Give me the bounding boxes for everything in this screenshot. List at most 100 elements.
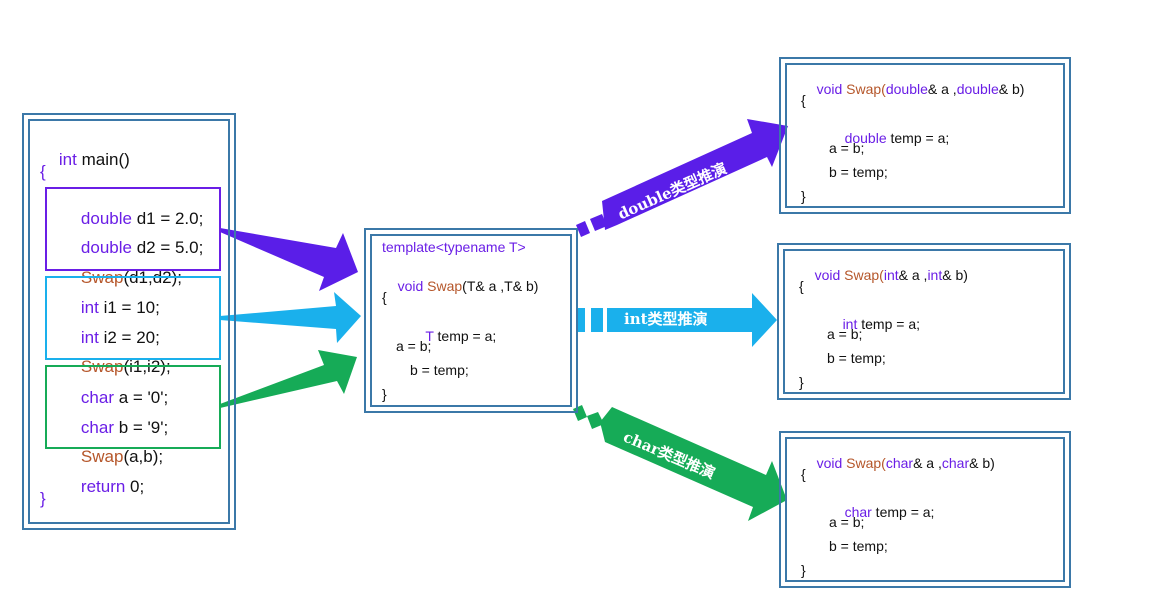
void-keyword: void <box>397 278 428 294</box>
param-b: & b) <box>969 455 995 471</box>
double-instance-box: void Swap(double& a ,double& b) { double… <box>779 57 1071 214</box>
return-line: return 0; <box>62 461 144 512</box>
swap-function-name: Swap <box>844 267 880 283</box>
int-keyword: int <box>883 267 899 283</box>
main-function-box: int main() { double d1 = 2.0; double d2 … <box>22 113 236 530</box>
template-open-brace: { <box>382 289 387 305</box>
double-d2-line: double d2 = 5.0; <box>62 222 203 273</box>
int-instance-b-line: b = temp; <box>827 350 886 366</box>
char-b-line: char b = '9'; <box>62 402 168 453</box>
main-function-inner-border <box>28 119 230 524</box>
int-keyword: int <box>927 267 943 283</box>
i1-declaration: i1 = 10; <box>98 298 160 317</box>
main-open-brace: { <box>40 162 46 181</box>
int-keyword: int <box>58 150 77 169</box>
paren: ( <box>881 455 886 471</box>
double-instance-inner-border <box>785 63 1065 208</box>
double-instance-temp-line: double temp = a; <box>829 117 950 159</box>
double-instance-a-line: a = b; <box>829 140 865 156</box>
double-group-box <box>45 187 221 271</box>
return-keyword: return <box>80 477 126 496</box>
char-call-arrow <box>220 350 357 408</box>
temp-assign: temp = a; <box>433 328 497 344</box>
int-instance-a-line: a = b; <box>827 326 863 342</box>
char-deduction-arrow <box>573 405 787 521</box>
template-close-brace: } <box>382 386 387 402</box>
char-instance-b-line: b = temp; <box>829 538 888 554</box>
char-group-box <box>45 365 221 449</box>
double-d1-line: double d1 = 2.0; <box>62 193 203 244</box>
int-instance-temp-line: int temp = a; <box>827 303 920 345</box>
double-keyword: double <box>80 238 132 257</box>
char-instance-open-brace: { <box>801 466 806 482</box>
double-keyword: double <box>844 130 887 146</box>
double-call-arrow <box>220 228 358 291</box>
void-keyword: void <box>816 455 847 471</box>
param-a: & a , <box>927 81 957 97</box>
int-keyword: int <box>80 298 99 317</box>
int-keyword: int <box>80 328 99 347</box>
template-temp-line: T temp = a; <box>410 315 496 357</box>
swap-function-name: Swap <box>80 447 124 466</box>
template-b-line: b = temp; <box>410 362 469 378</box>
param-a: & a , <box>913 455 942 471</box>
temp-assign: temp = a; <box>886 130 950 146</box>
double-keyword: double <box>80 209 132 228</box>
int-instance-close-brace: } <box>799 374 804 390</box>
swap-args: (a,b); <box>123 447 164 466</box>
param-b: & b) <box>998 81 1025 97</box>
template-a-line: a = b; <box>396 338 432 354</box>
main-header: int main() <box>40 134 130 185</box>
template-function-box: template<typename T> void Swap(T& a ,T& … <box>364 228 578 413</box>
double-deduction-arrow <box>576 119 788 237</box>
int-instance-open-brace: { <box>799 278 804 294</box>
char-keyword: char <box>941 455 970 471</box>
int-i1-line: int i1 = 10; <box>62 282 160 333</box>
int-deduction-arrow <box>577 293 777 347</box>
int-instance-box: void Swap(int& a ,int& b) { int temp = a… <box>777 243 1071 400</box>
param-a: & a , <box>898 267 928 283</box>
char-keyword: char <box>80 388 114 407</box>
void-keyword: void <box>816 81 847 97</box>
d1-declaration: d1 = 2.0; <box>131 209 204 228</box>
char-instance-box: void Swap(char& a ,char& b) { char temp … <box>779 431 1071 588</box>
char-keyword: char <box>885 455 914 471</box>
double-instance-close-brace: } <box>801 188 806 204</box>
char-instance-temp-line: char temp = a; <box>829 491 935 533</box>
swap-function-name: Swap <box>846 81 882 97</box>
int-group-box <box>45 276 221 360</box>
paren: ( <box>879 267 884 283</box>
void-keyword: void <box>814 267 845 283</box>
double-keyword: double <box>956 81 999 97</box>
char-instance-close-brace: } <box>801 562 806 578</box>
temp-assign: temp = a; <box>857 316 921 332</box>
int-keyword: int <box>842 316 858 332</box>
char-instance-inner-border <box>785 437 1065 582</box>
type-param: T <box>425 328 434 344</box>
paren: ( <box>881 81 886 97</box>
main-close-brace: } <box>40 489 46 508</box>
char-instance-signature: void Swap(char& a ,char& b) <box>801 442 995 484</box>
swap-function-name: Swap <box>427 278 463 294</box>
i2-declaration: i2 = 20; <box>98 328 160 347</box>
double-instance-b-line: b = temp; <box>829 164 888 180</box>
template-declaration: template<typename T> <box>382 239 526 255</box>
double-keyword: double <box>885 81 928 97</box>
char-keyword: char <box>80 418 114 437</box>
int-instance-inner-border <box>783 249 1065 394</box>
char-keyword: char <box>844 504 872 520</box>
template-params: (T& a ,T& b) <box>462 278 539 294</box>
d2-declaration: d2 = 5.0; <box>131 238 204 257</box>
double-instance-open-brace: { <box>801 92 806 108</box>
swap-char-call: Swap(a,b); <box>62 431 163 482</box>
char-instance-a-line: a = b; <box>829 514 865 530</box>
int-call-arrow <box>220 292 361 343</box>
param-b: & b) <box>942 267 968 283</box>
swap-function-name: Swap <box>846 455 882 471</box>
char-a-line: char a = '0'; <box>62 372 168 423</box>
b-declaration: b = '9'; <box>113 418 169 437</box>
return-value: 0; <box>125 477 145 496</box>
template-function-inner-border <box>370 234 572 407</box>
template-signature: void Swap(T& a ,T& b) <box>382 265 539 307</box>
